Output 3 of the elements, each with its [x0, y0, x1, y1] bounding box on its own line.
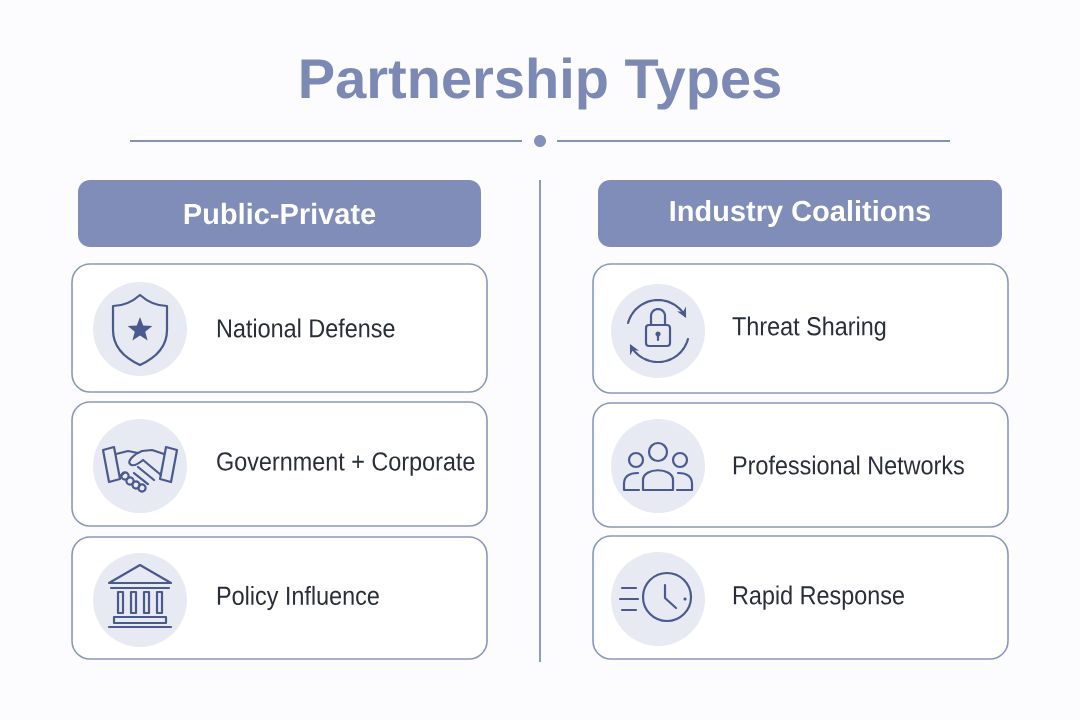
header-box: Industry Coalitions — [598, 180, 1002, 247]
header-box: Public-Private — [78, 180, 481, 247]
title: Partnership Types — [301, 57, 780, 110]
